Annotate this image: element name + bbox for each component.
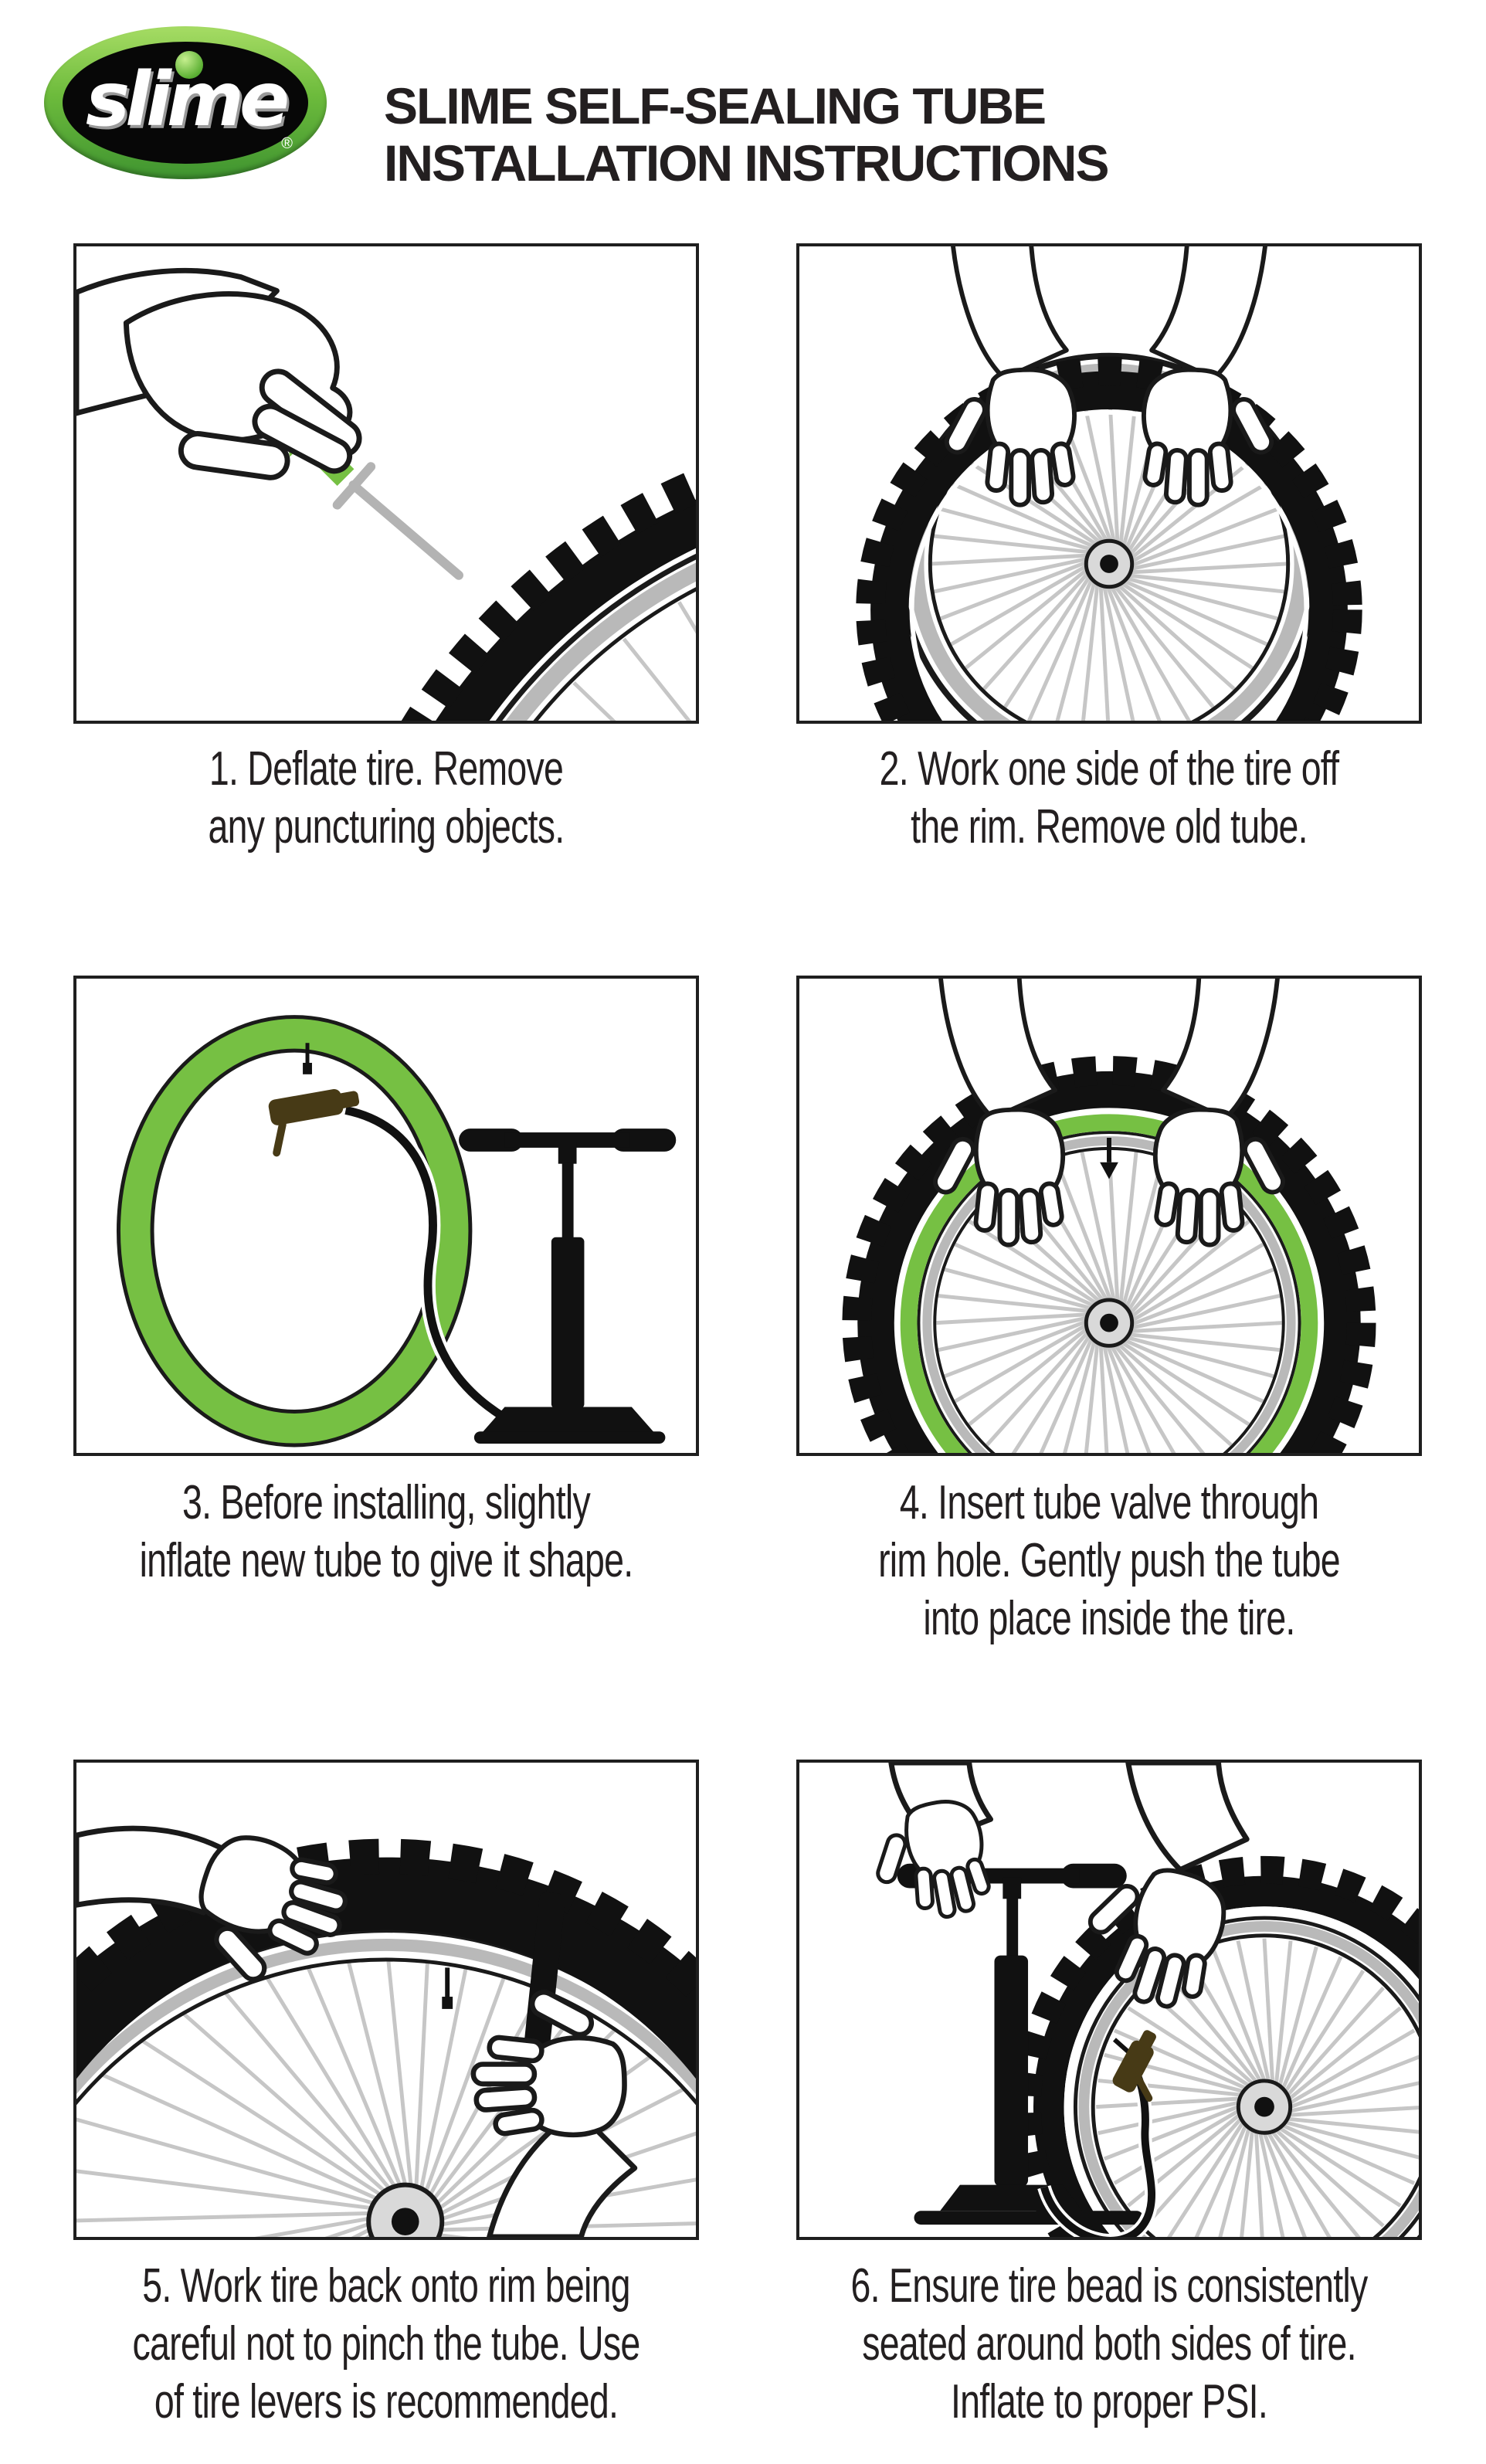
- step-5-figure: [73, 1760, 699, 2240]
- nail-icon: [332, 462, 464, 580]
- rim-band: [76, 1939, 696, 2095]
- tire: [76, 1857, 696, 2079]
- inflating-tire-with-floor-pump-illustration: [799, 1763, 1419, 2237]
- wheel-spokes: [931, 386, 1287, 721]
- down-arrow-icon: [1100, 1162, 1118, 1179]
- tube-valve: [1112, 2038, 1130, 2054]
- wheel-spokes: [1096, 1938, 1419, 2237]
- inner-tube: [120, 1018, 469, 1444]
- green-tube-with-floor-pump-illustration: [116, 1015, 677, 1448]
- pinching-hand: [126, 294, 365, 480]
- wheel-arm: [1125, 1763, 1250, 1873]
- step-1-figure: [73, 243, 699, 724]
- pump-chuck-icon: [1112, 2030, 1156, 2102]
- slime-logo-green-dot-icon: [175, 51, 203, 79]
- hand-using-tire-lever-illustration: [76, 1763, 696, 2237]
- hands-pushing-tube-into-tire-illustration: [842, 979, 1376, 1453]
- tire: [1033, 1875, 1419, 2237]
- step-3-figure: [73, 976, 699, 1456]
- step-4-figure: [796, 976, 1422, 1456]
- tire-tread: [842, 1056, 1376, 1453]
- hand-pulling-nail-from-tire-illustration: [76, 267, 696, 721]
- pump-hose: [344, 1106, 507, 1422]
- hands-working-tire-off-rim-illustration: [856, 246, 1362, 721]
- tire: [870, 371, 1348, 721]
- step-2-caption: 2. Work one side of the tire off the rim…: [879, 742, 1339, 854]
- floor-pump: [459, 1128, 677, 1444]
- tire-tread: [1013, 1855, 1419, 2237]
- step-3-caption: 3. Before installing, slightly inflate n…: [139, 1476, 634, 1587]
- step-4-caption: 4. Insert tube valve through rim hole. G…: [878, 1476, 1341, 1645]
- step-2-figure: [796, 243, 1422, 724]
- step-1-caption: 1. Deflate tire. Remove any puncturing o…: [208, 742, 565, 854]
- pump-chuck-icon: [268, 1088, 360, 1157]
- wheel-spokes: [572, 601, 696, 721]
- pump-hose: [1040, 2069, 1155, 2237]
- wheel-spokes: [936, 1149, 1282, 1453]
- rim-band: [1078, 1921, 1419, 2237]
- step-5-caption: 5. Work tire back onto rim being careful…: [132, 2259, 641, 2428]
- tire-tread: [856, 356, 1362, 721]
- inner-tube: [900, 1114, 1318, 1453]
- slime-logo: slime ®: [44, 26, 327, 179]
- tire: [857, 1071, 1361, 1453]
- pump-hand: [864, 1796, 994, 1928]
- step-6-caption: 6. Ensure tire bead is consistently seat…: [850, 2259, 1368, 2428]
- registered-trademark-symbol: ®: [281, 135, 293, 152]
- step-6-figure: [796, 1760, 1422, 2240]
- page-title: SLIME SELF-SEALING TUBE INSTALLATION INS…: [384, 77, 1109, 192]
